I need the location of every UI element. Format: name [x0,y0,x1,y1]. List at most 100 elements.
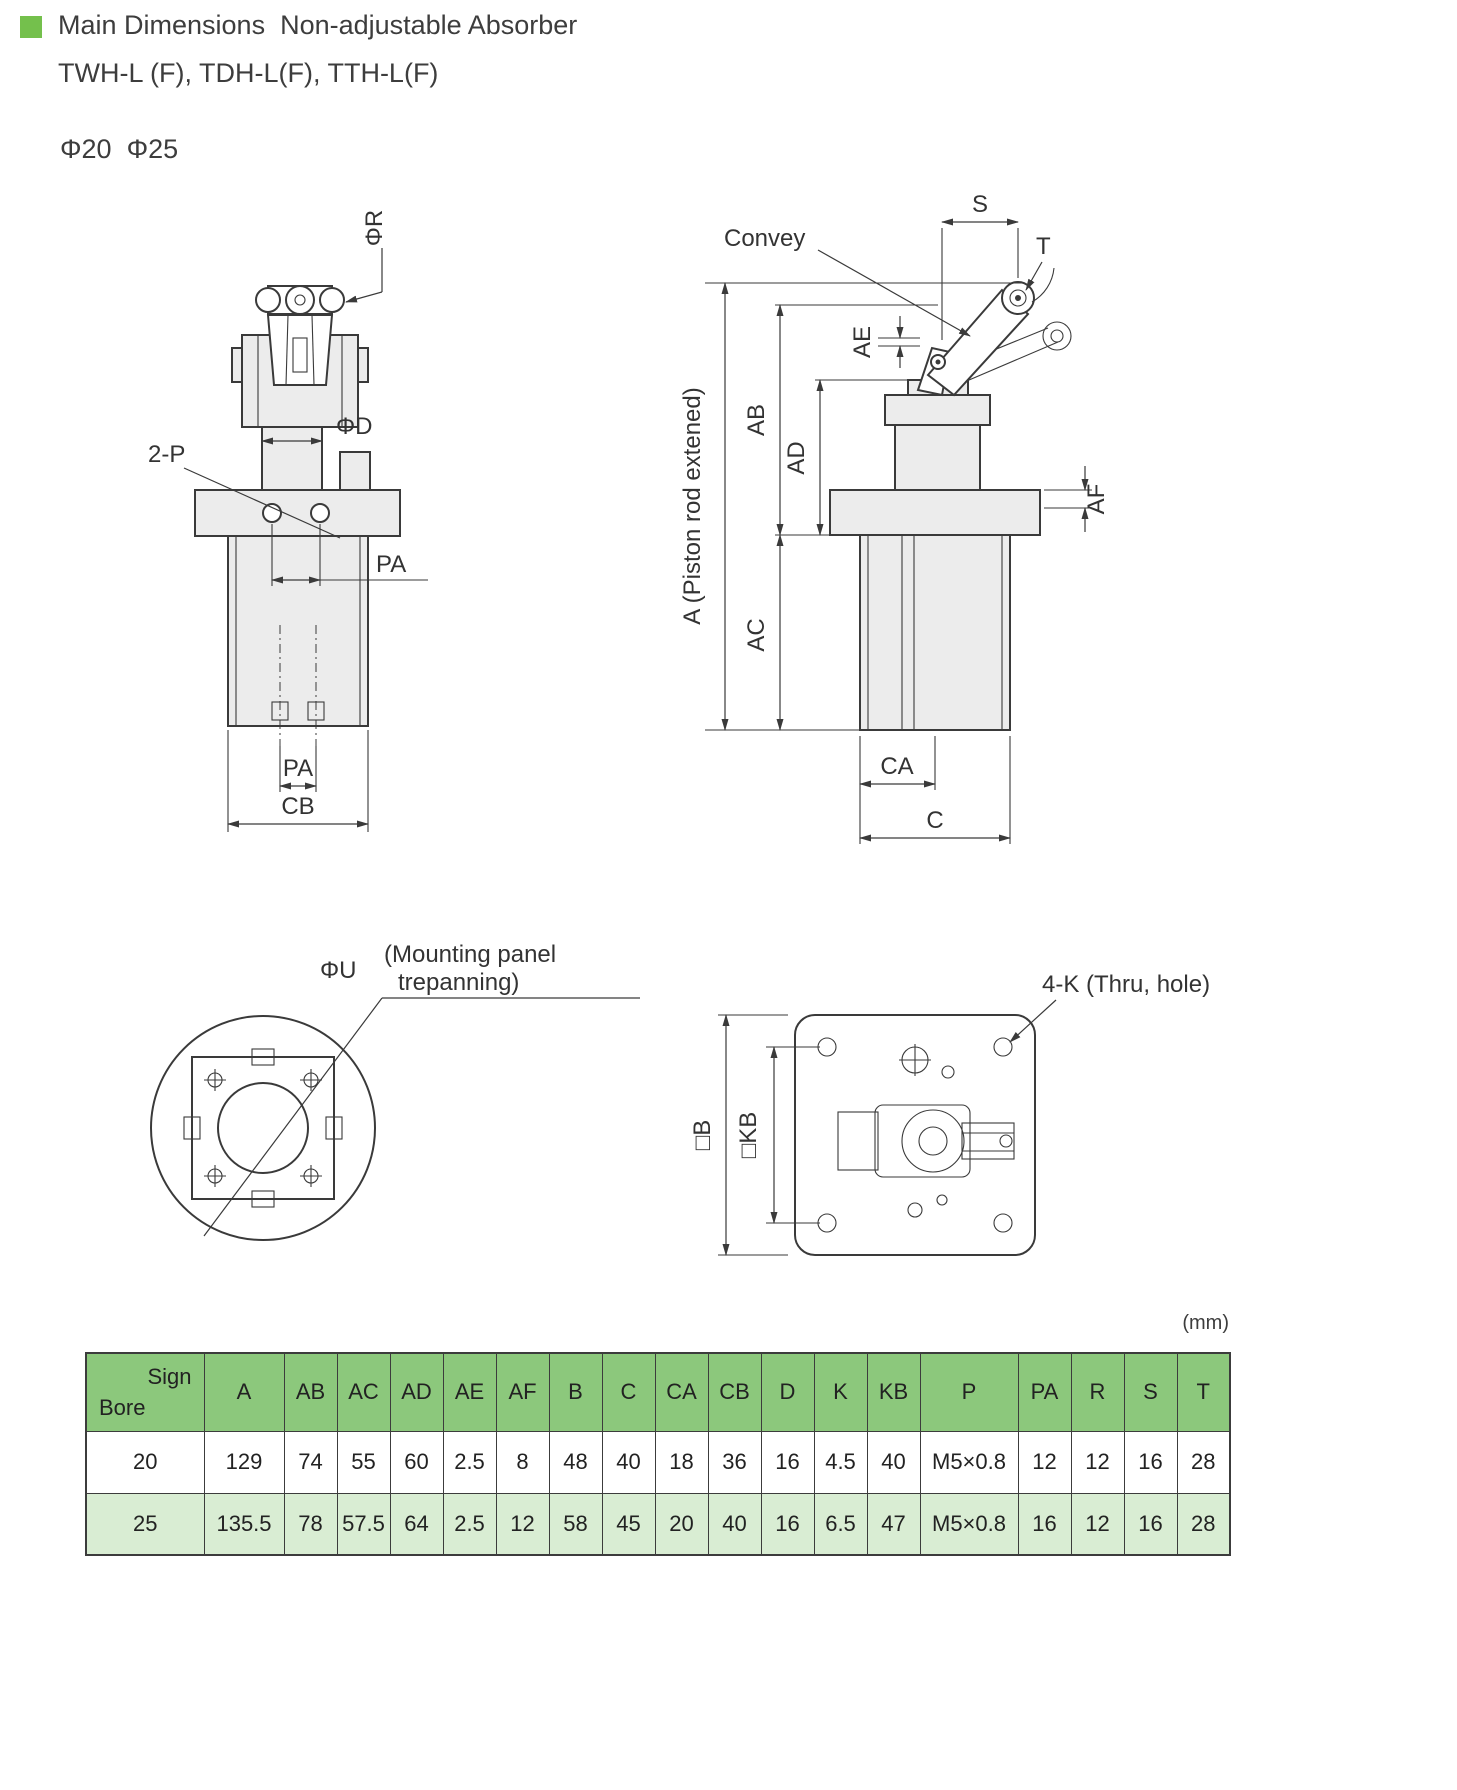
col-header-k: K [813,1352,868,1432]
dim-label-cb: CB [281,793,314,820]
table-cell: M5×0.8 [919,1492,1019,1556]
table-cell: 6.5 [813,1492,868,1556]
table-cell: 16 [760,1492,815,1556]
table-cell: 2.5 [442,1430,497,1494]
table-row-bore-25: 25 135.5 78 57.5 64 2.5 12 58 45 20 40 1… [85,1492,1231,1556]
dimensions-table: Sign Bore A AB AC AD AE AF B C CA CB D K… [85,1352,1231,1556]
col-header-p: P [919,1352,1019,1432]
col-header-a: A [203,1352,285,1432]
dim-label-phi-r: ΦR [361,210,388,246]
table-cell: 16 [1017,1492,1072,1556]
side-view-dimensions: A (Piston rod extened) AB AD AC AE Conve… [679,191,1110,844]
model-series-subtitle: TWH-L (F), TDH-L(F), TTH-L(F) [58,58,439,88]
table-cell: 135.5 [203,1492,285,1556]
bore-sizes-label: Φ20 Φ25 [60,134,179,164]
table-corner-cell: Sign Bore [85,1352,205,1432]
col-header-ae: AE [442,1352,497,1432]
dim-label-4-k: 4-K (Thru, hole) [1042,971,1210,998]
table-cell: 12 [1017,1430,1072,1494]
label-convey: Convey [724,225,805,252]
col-header-r: R [1070,1352,1125,1432]
dim-label-b: □B [689,1120,716,1151]
dim-label-c: C [926,807,943,834]
table-cell: 12 [495,1492,550,1556]
front-view-dimensions: ΦR 2-P ΦD PA PA CB [148,210,428,832]
dim-label-ac: AC [743,618,770,651]
table-cell: 40 [866,1430,921,1494]
col-header-s: S [1123,1352,1178,1432]
table-cell: 2.5 [442,1492,497,1556]
unit-note: (mm) [1182,1312,1229,1334]
table-header-row: Sign Bore A AB AC AD AE AF B C CA CB D K… [85,1352,1231,1432]
dim-label-ae: AE [849,326,876,358]
front-view-drawing: ΦR 2-P ΦD PA PA CB [148,210,428,832]
table-cell: 8 [495,1430,550,1494]
dim-label-2-p: 2-P [148,441,185,468]
dim-label-af: AF [1083,484,1110,515]
bore-cell: 20 [85,1430,205,1494]
corner-label-sign: Sign [147,1364,192,1389]
col-header-b: B [548,1352,603,1432]
dim-label-pa-upper: PA [376,551,406,578]
dim-label-kb: □KB [735,1112,762,1159]
table-cell: 58 [548,1492,603,1556]
col-header-d: D [760,1352,815,1432]
dim-label-t: T [1036,233,1051,260]
table-cell: 12 [1070,1492,1125,1556]
table-cell: 40 [601,1430,656,1494]
section-bullet-icon [20,16,42,38]
col-header-ca: CA [654,1352,709,1432]
table-cell: M5×0.8 [919,1430,1019,1494]
col-header-af: AF [495,1352,550,1432]
col-header-c: C [601,1352,656,1432]
table-cell: 4.5 [813,1430,868,1494]
col-header-kb: KB [866,1352,921,1432]
dim-label-phi-d: ΦD [336,413,372,440]
table-cell: 36 [707,1430,762,1494]
table-cell: 16 [1123,1430,1178,1494]
table-cell: 16 [1123,1492,1178,1556]
dim-label-phi-u: ΦU [320,957,356,984]
table-cell: 45 [601,1492,656,1556]
label-mounting-panel-line2: trepanning) [398,969,519,996]
dim-label-pa-lower: PA [283,755,313,782]
dim-label-ca: CA [880,753,913,780]
col-header-t: T [1176,1352,1231,1432]
table-cell: 57.5 [336,1492,391,1556]
label-mounting-panel-line1: (Mounting panel [384,941,556,968]
table-cell: 40 [707,1492,762,1556]
front-view-parts [194,285,401,746]
table-cell: 55 [336,1430,391,1494]
table-cell: 28 [1176,1430,1231,1494]
col-header-ac: AC [336,1352,391,1432]
side-view-drawing: A (Piston rod extened) AB AD AC AE Conve… [679,191,1110,844]
table-cell: 78 [283,1492,338,1556]
table-cell: 64 [389,1492,444,1556]
dim-label-ad: AD [783,441,810,474]
table-cell: 47 [866,1492,921,1556]
corner-label-bore: Bore [99,1394,146,1420]
table-cell: 28 [1176,1492,1231,1556]
side-view-parts [829,281,1072,731]
dim-label-s: S [972,191,988,218]
col-header-ad: AD [389,1352,444,1432]
flange-view-parts [794,1014,1036,1256]
table-cell: 18 [654,1430,709,1494]
table-cell: 16 [760,1430,815,1494]
col-header-pa: PA [1017,1352,1072,1432]
flange-view-drawing: □B □KB 4-K (Thru, hole) [689,971,1210,1256]
bore-cell: 25 [85,1492,205,1556]
table-row-bore-20: 20 129 74 55 60 2.5 8 48 40 18 36 16 4.5… [85,1430,1231,1494]
trepanning-view-drawing: ΦU (Mounting panel trepanning) [150,941,640,1241]
table-cell: 48 [548,1430,603,1494]
col-header-cb: CB [707,1352,762,1432]
trepanning-view-parts [150,1015,376,1241]
trepanning-view-labels: ΦU (Mounting panel trepanning) [203,941,640,1237]
table-cell: 60 [389,1430,444,1494]
dim-label-a-extended: A (Piston rod extened) [679,387,706,624]
flange-view-dimensions: □B □KB 4-K (Thru, hole) [689,971,1210,1256]
col-header-ab: AB [283,1352,338,1432]
table-cell: 12 [1070,1430,1125,1494]
table-cell: 74 [283,1430,338,1494]
table-cell: 129 [203,1430,285,1494]
